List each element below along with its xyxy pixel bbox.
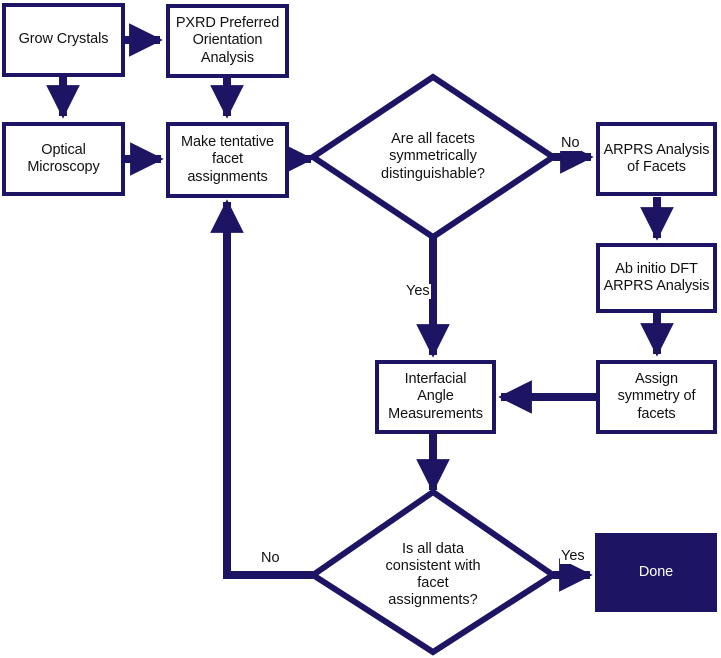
node-interfacial-angle-measurements-label: Interfacial Angle Measurements xyxy=(388,371,483,422)
node-arprs-analysis-of-facets-label: ARPRS Analysis of Facets xyxy=(603,141,710,175)
node-arprs-analysis-of-facets[interactable]: ARPRS Analysis of Facets xyxy=(596,122,717,196)
node-assign-symmetry-of-facets[interactable]: Assign symmetry of facets xyxy=(596,360,717,434)
edge-label-data-yes: Yes xyxy=(560,548,586,564)
edge-label-facets-yes: Yes xyxy=(405,283,431,299)
node-interfacial-angle-measurements[interactable]: Interfacial Angle Measurements xyxy=(375,360,496,434)
edge-label-data-no: No xyxy=(260,550,281,566)
node-grow-crystals[interactable]: Grow Crystals xyxy=(2,3,125,77)
node-assign-symmetry-of-facets-label: Assign symmetry of facets xyxy=(617,371,696,422)
node-done-label: Done xyxy=(638,563,674,580)
node-ab-initio-dft-arprs-analysis-label: Ab initio DFT ARPRS Analysis xyxy=(603,260,710,294)
node-ab-initio-dft-arprs-analysis[interactable]: Ab initio DFT ARPRS Analysis xyxy=(596,243,717,313)
node-done[interactable]: Done xyxy=(595,533,717,612)
node-grow-crystals-label: Grow Crystals xyxy=(18,31,109,48)
node-pxrd-analysis[interactable]: PXRD Preferred Orientation Analysis xyxy=(166,4,289,78)
facets-decision-diamond xyxy=(307,73,559,241)
edge-data-no-feedback xyxy=(210,199,313,579)
node-optical-microscopy[interactable]: Optical Microscopy xyxy=(2,122,125,196)
edge-label-facets-no: No xyxy=(560,135,581,151)
node-pxrd-analysis-label: PXRD Preferred Orientation Analysis xyxy=(175,15,280,66)
node-optical-microscopy-label: Optical Microscopy xyxy=(27,141,100,175)
node-tentative-facet-assignments-label: Make tentative facet assignments xyxy=(181,134,274,185)
data-decision-diamond xyxy=(307,488,559,656)
node-tentative-facet-assignments[interactable]: Make tentative facet assignments xyxy=(166,122,289,198)
